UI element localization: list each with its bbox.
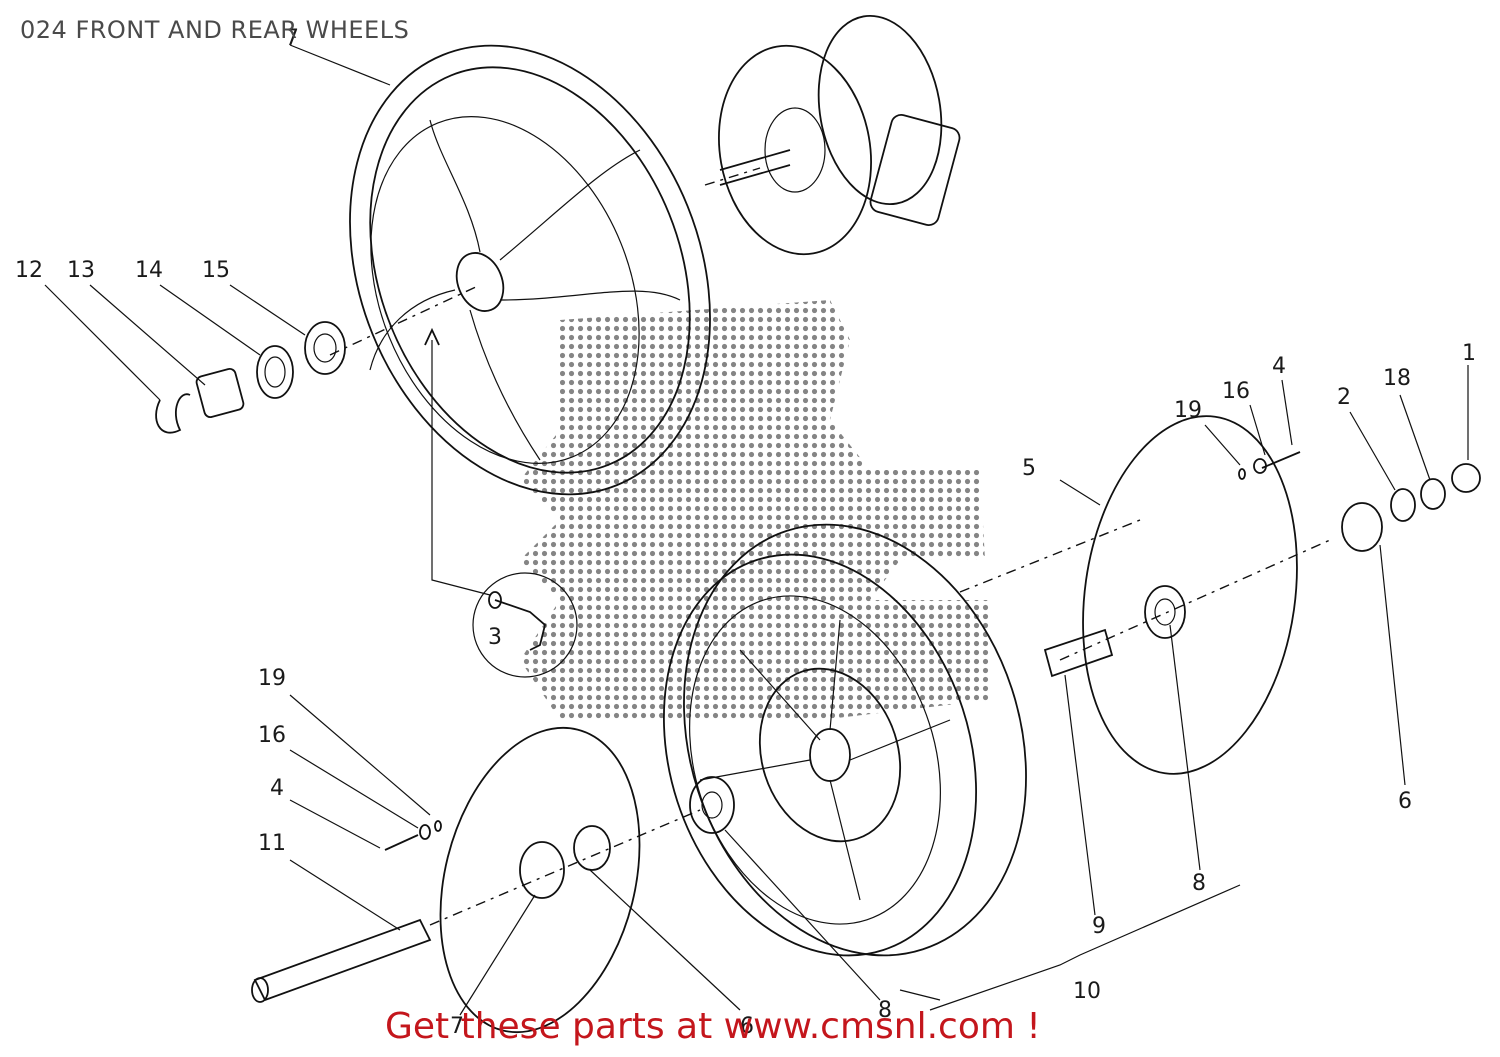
front-brake-disc-left (439, 726, 641, 1034)
rear-wheel (349, 44, 711, 496)
callout-15: 15 (202, 258, 230, 283)
callout-8-right: 8 (1192, 871, 1206, 896)
callout-10: 10 (1073, 979, 1101, 1004)
callout-19-right: 19 (1174, 398, 1202, 423)
callout-11: 11 (258, 831, 286, 856)
leader-lines (44, 44, 1469, 1016)
callout-4-left: 4 (270, 776, 284, 801)
callout-18: 18 (1383, 366, 1411, 391)
callout-7-top: 7 (285, 26, 299, 51)
callout-3: 3 (488, 625, 502, 650)
callout-6-right: 6 (1398, 789, 1412, 814)
callout-9: 9 (1092, 914, 1106, 939)
callout-8-bottom: 8 (878, 998, 892, 1023)
callout-14: 14 (135, 258, 163, 283)
front-wheel (663, 523, 1027, 957)
callout-2: 2 (1337, 385, 1351, 410)
front-axle (251, 809, 701, 1003)
callout-7-bottom: 7 (450, 1014, 464, 1039)
valve-detail (424, 327, 578, 678)
callout-6-bottom: 6 (740, 1014, 754, 1039)
watermark-logo (520, 300, 990, 720)
rear-axle-line (329, 284, 481, 356)
callout-12: 12 (15, 258, 43, 283)
callout-1: 1 (1462, 341, 1476, 366)
rear-axle-parts (155, 321, 346, 434)
callout-16-left: 16 (258, 723, 286, 748)
callout-labels: 7 12 13 14 15 1 4 18 16 2 19 5 3 19 16 4… (15, 26, 1476, 1039)
callout-13: 13 (67, 258, 95, 283)
front-brake-disc-right (1082, 415, 1298, 775)
callout-19-left: 19 (258, 666, 286, 691)
callout-4-right: 4 (1272, 354, 1286, 379)
promo-link[interactable]: Get these parts at www.cmsnl.com ! (385, 1006, 1041, 1047)
callout-5: 5 (1022, 456, 1036, 481)
diagram-title: 024 FRONT AND REAR WHEELS (20, 16, 410, 44)
callout-16-right: 16 (1222, 379, 1250, 404)
front-spacer (689, 628, 1114, 834)
right-axle-parts (959, 451, 1481, 661)
rear-hub-sprocket (704, 14, 961, 256)
